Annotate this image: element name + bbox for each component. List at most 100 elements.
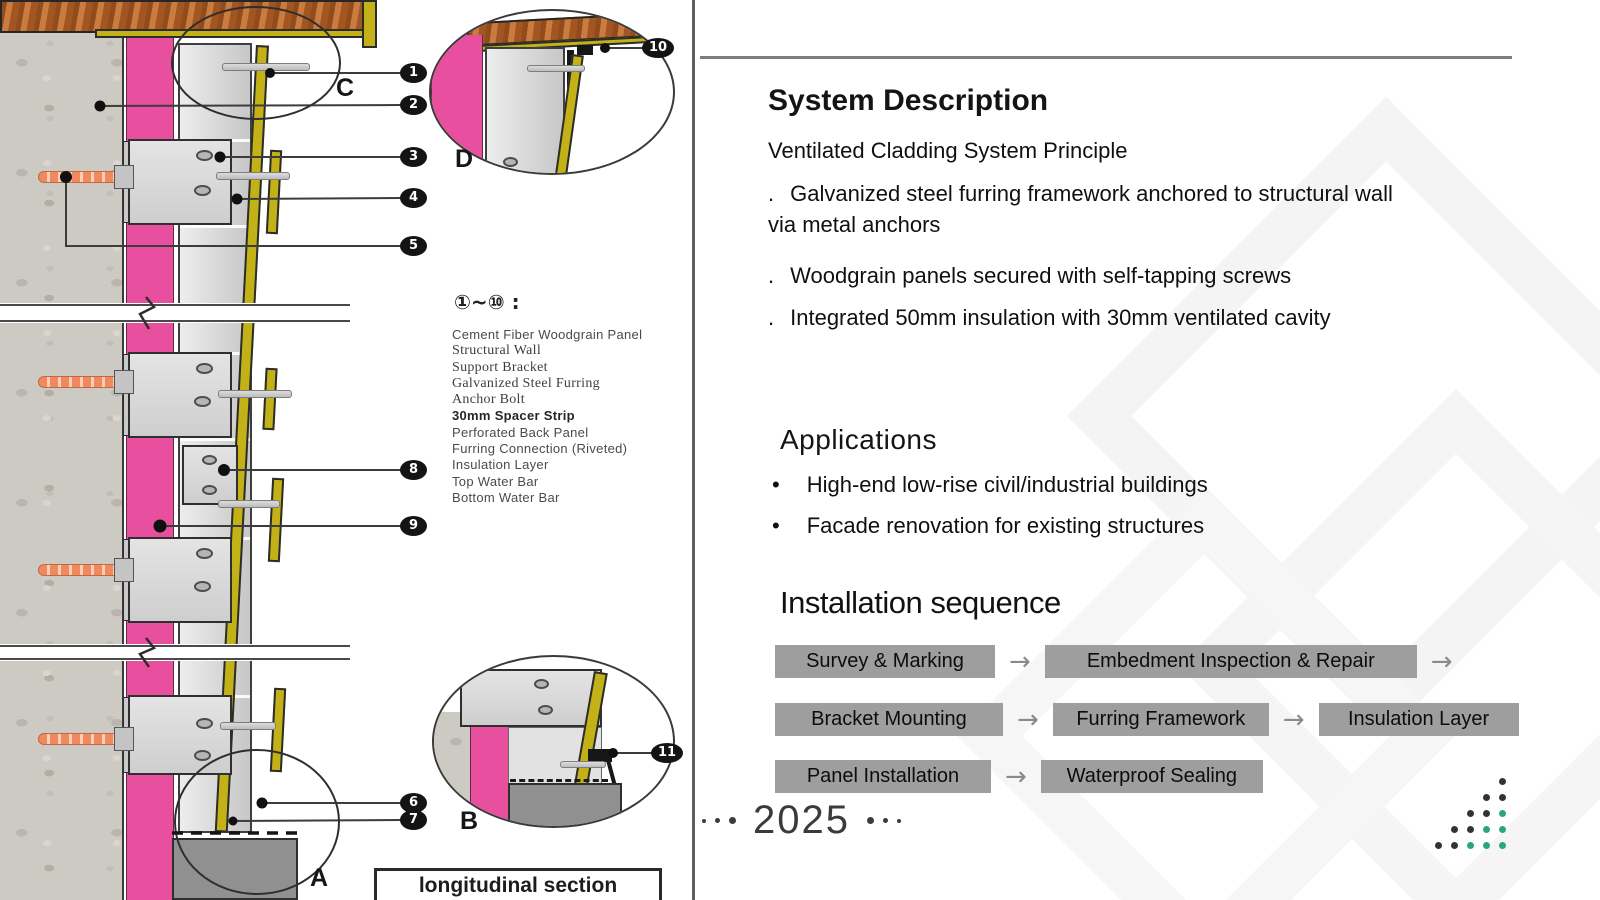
insulation-layer <box>431 35 483 163</box>
rivet <box>194 396 211 407</box>
accent-dot <box>1499 810 1506 817</box>
support-bracket <box>128 537 232 623</box>
callout-badge-4: 4 <box>400 188 427 208</box>
rivet <box>196 150 213 161</box>
legend: ①~⑩ : Cement Fiber Woodgrain Panel Struc… <box>452 290 642 506</box>
installation-row-1: Survey & Marking → Embedment Inspection … <box>775 645 1453 678</box>
rivet <box>194 185 211 196</box>
rivet <box>202 455 217 465</box>
legend-item: Bottom Water Bar <box>452 490 642 506</box>
self-tapping-screw <box>216 172 290 180</box>
plinth-block <box>172 838 298 900</box>
rivet <box>196 548 213 559</box>
self-tapping-screw <box>560 761 606 768</box>
legend-item-label: Perforated Back Panel <box>452 424 589 440</box>
bullet-marker: • <box>772 472 780 497</box>
legend-item-label: Anchor Bolt <box>452 392 525 408</box>
installation-row-2: Bracket Mounting → Furring Framework → I… <box>775 703 1519 736</box>
furring-connection-plate <box>182 445 238 505</box>
arrow-right-icon: → <box>1005 761 1027 792</box>
legend-item-label: Top Water Bar <box>452 473 539 489</box>
slab-underside-strip <box>95 29 372 38</box>
self-tapping-screw <box>218 390 292 398</box>
top-water-bar-lip <box>577 45 593 55</box>
callout-badge-1: 1 <box>400 63 427 83</box>
anchor-bolt <box>38 564 122 576</box>
system-bullet-text: Integrated 50mm insulation with 30mm ven… <box>790 305 1331 330</box>
system-bullet: .Woodgrain panels secured with self-tapp… <box>768 260 1418 291</box>
legend-item: 30mm Spacer Strip <box>452 408 642 424</box>
support-bracket <box>128 352 232 438</box>
panel-joint <box>180 225 250 228</box>
structural-wall <box>434 712 474 812</box>
detail-label-d: D <box>455 145 474 173</box>
legend-item-label: Support Bracket <box>452 359 548 375</box>
year-dot <box>729 817 736 824</box>
system-bullet: .Galvanized steel furring framework anch… <box>768 178 1418 240</box>
flow-step-survey: Survey & Marking <box>775 645 995 678</box>
bullet-marker: . <box>768 305 775 330</box>
dark-dot <box>1483 794 1490 801</box>
slab-edge-strip <box>362 0 377 48</box>
arrow-right-icon: → <box>1009 646 1031 677</box>
applications-title: Applications <box>780 424 937 455</box>
detail-label-b: B <box>460 807 479 835</box>
year-dot <box>866 817 874 824</box>
application-bullet: •High-end low-rise civil/industrial buil… <box>772 472 1208 498</box>
self-tapping-screw <box>220 722 276 730</box>
detail-circle-b: B <box>432 655 675 835</box>
anchor-clamp <box>114 558 134 582</box>
legend-item-label: 30mm Spacer Strip <box>452 408 575 424</box>
header-rule <box>700 56 1512 59</box>
accent-dot <box>1499 842 1506 849</box>
dark-dot <box>1467 826 1474 833</box>
spacer-strip <box>267 477 285 563</box>
anchor-bolt <box>38 171 122 183</box>
year-dot <box>715 818 720 823</box>
rivet <box>194 581 211 592</box>
legend-item: Cement Fiber Woodgrain Panel <box>452 327 642 343</box>
self-tapping-screw <box>527 65 585 72</box>
dark-dot <box>1499 778 1506 785</box>
year-dot <box>896 818 901 823</box>
legend-item-label: Furring Connection (Riveted) <box>452 441 628 457</box>
system-bullet: . Integrated 50mm insulation with 30mm ve… <box>768 302 1418 333</box>
rivet <box>534 679 549 689</box>
rivet <box>538 705 553 715</box>
year-label: 2025 <box>753 798 850 842</box>
spacer-strip <box>265 149 283 235</box>
rivet <box>196 718 213 729</box>
structural-wall <box>0 33 124 900</box>
legend-item: Perforated Back Panel <box>452 425 642 441</box>
legend-item-label: Galvanized Steel Furring <box>452 375 600 391</box>
legend-item: Structural Wall <box>452 343 642 359</box>
detail-label-c: C <box>336 74 355 102</box>
accent-dot <box>1483 826 1490 833</box>
section-caption: longitudinal section <box>374 868 662 900</box>
anchor-bolt <box>38 376 122 388</box>
text-panel: System Description Ventilated Cladding S… <box>700 0 1600 900</box>
bullet-marker: • <box>772 513 780 538</box>
spacer-strip <box>269 687 287 773</box>
legend-item-label: Cement Fiber Woodgrain Panel <box>452 327 643 342</box>
flow-step-waterproof: Waterproof Sealing <box>1040 760 1263 793</box>
perforated-back-panel-dashes <box>510 779 608 782</box>
callout-badge-8: 8 <box>400 460 427 480</box>
anchor-bolt <box>38 733 122 745</box>
flow-step-panel: Panel Installation <box>775 760 991 793</box>
rivet <box>196 363 213 374</box>
diagram-panel: D B <box>0 0 695 900</box>
self-tapping-screw <box>222 63 310 71</box>
bottom-water-bar <box>588 749 612 762</box>
dark-dot <box>1435 842 1442 849</box>
panel-divider <box>692 0 695 900</box>
dark-dot <box>1451 826 1458 833</box>
detail-d-clip <box>431 11 673 173</box>
anchor-clamp <box>114 165 134 189</box>
rivet <box>503 157 518 167</box>
legend-item: Support Bracket <box>452 360 642 376</box>
support-bracket <box>460 669 602 727</box>
detail-circle-d: D <box>429 9 675 175</box>
installation-title: Installation sequence <box>780 585 1061 620</box>
year-dot <box>882 818 888 823</box>
